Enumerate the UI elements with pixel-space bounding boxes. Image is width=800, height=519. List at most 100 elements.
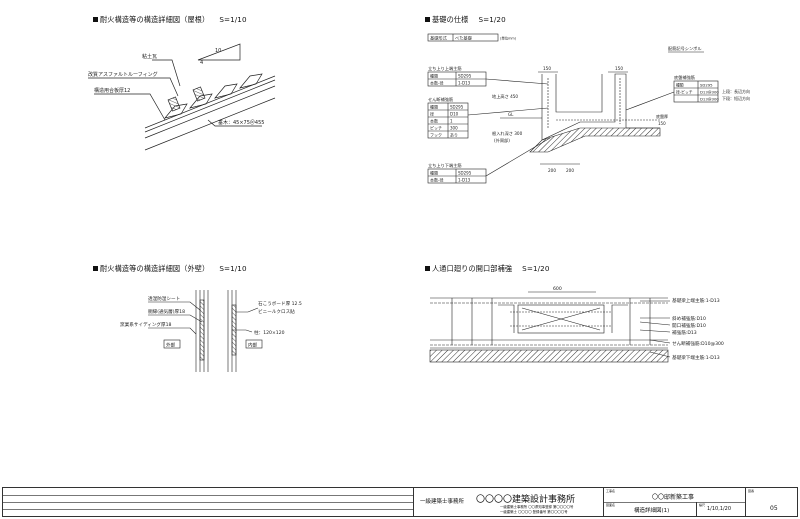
inside-label: 内部 (248, 342, 258, 349)
shear-cell: 径 (430, 111, 434, 117)
leader-line (467, 107, 549, 116)
base-slab (429, 349, 669, 363)
office-sub2: 一級建築士 〇〇〇〇 登録番号 第〇〇〇〇号 (500, 510, 568, 514)
furring-strip (199, 299, 205, 361)
roof-sheathing-bottom (144, 79, 276, 133)
shear-cell: 本数 (430, 118, 438, 124)
slab-cell: D13@300 (700, 90, 719, 95)
slab-table (673, 80, 719, 103)
bottom-bar-cell: 本数-径 (430, 177, 443, 183)
roof-slope-run: 10 (215, 48, 221, 54)
roof-section-title: 耐火構造等の構造詳細図（屋根） S=1/10 (93, 15, 247, 25)
wall-label-post: 柱：120×120 (254, 329, 285, 336)
drawing-small-label: 図面名 (606, 503, 616, 507)
leader-line (88, 77, 179, 97)
leader-line (148, 301, 201, 311)
slab-heading: 底盤補強筋 (674, 74, 695, 81)
leader-line (232, 329, 253, 333)
gl-label: GL (508, 112, 514, 117)
project-small-label: 工事名 (606, 489, 616, 493)
wall-label-furring: 胴縁(通気層)厚18 (148, 308, 185, 315)
foundation-scale-text: S=1/20 (478, 15, 506, 24)
shear-cell: ピッチ (430, 126, 442, 131)
shear-cell: 種類 (430, 104, 438, 110)
roof-label-clay-tile: 粘土瓦 (142, 53, 157, 60)
wall-label-siding: 窯業系サイディング厚18 (120, 321, 172, 328)
top-bar-cell: SD295 (458, 74, 472, 79)
roof-slope-triangle (197, 43, 241, 61)
wall-section-title: 耐火構造等の構造詳細図（外壁）S=1/10 (93, 264, 247, 274)
foundation-type-value: べた基礎 (455, 35, 473, 42)
shear-cell: D10 (450, 112, 459, 117)
diagonal-bar (521, 307, 601, 331)
access-label-opening: 開口補強筋:D10 (672, 322, 706, 329)
bullet-square-icon (425, 266, 430, 271)
top-bar-cell: 1-D13 (458, 81, 471, 86)
wall-label-membrane: 透湿防湿シート (148, 295, 180, 302)
access-label-diagonal: 斜め補強筋:D10 (672, 315, 706, 322)
access-detail: 600 基礎梁上端主筋:1-D13 斜め補強筋:D10 開口補強筋:D10 補強… (429, 286, 724, 363)
outside-label: 外部 (166, 342, 176, 349)
office-sub1: 一級建築士事務所 〇〇県知事登録 第〇〇〇〇号 (500, 505, 574, 509)
slab-cell: D13@300 (700, 97, 719, 102)
access-label-top-bar: 基礎梁上端主筋:1-D13 (672, 297, 720, 304)
wall-label-gypsum: 石こうボード厚 12.5 (258, 300, 302, 307)
leader-line (236, 307, 259, 313)
dim-wall-left: 150 (543, 66, 551, 71)
title-block: 一級建築士事務所 〇〇〇〇建築設計事務所 一級建築士事務所 〇〇県知事登録 第〇… (2, 487, 798, 517)
project-name: 〇〇邸新築工事 (652, 494, 695, 501)
leader-line (625, 91, 675, 111)
dim-wall-right: 150 (615, 66, 623, 71)
gravel-base (529, 127, 661, 153)
leader-line (485, 137, 551, 177)
tile-batten (192, 86, 206, 102)
leader-line (148, 314, 203, 323)
shear-cell: あり (450, 132, 458, 138)
rebar-symbol-label: 配筋記号シンボル (668, 45, 702, 52)
sheet-small-label: 図番 (748, 489, 755, 493)
roof-title-text: 耐火構造等の構造詳細図（屋根） (100, 15, 210, 24)
shear-cell: 300 (450, 126, 458, 131)
opening-frame (517, 304, 605, 334)
bullet-square-icon (93, 266, 98, 271)
leader-line (94, 93, 166, 121)
slab-thickness-dim: 150 (658, 121, 666, 126)
leader-line (207, 119, 262, 127)
slab-cell: 径-ピッチ (676, 90, 693, 95)
roof-detail: 10 4 粘土瓦 改質アスファルトルーフィング 構造用合板厚12 垂木：45×7… (88, 43, 276, 151)
wall-scale-text: S=1/10 (219, 264, 247, 273)
top-bar-heading: 立ち上り上端主筋 (428, 65, 462, 72)
bullet-square-icon (425, 17, 430, 22)
shear-cell: 1 (450, 119, 453, 124)
scale-value: 1/10,1/20 (707, 506, 732, 512)
leader-line (485, 78, 549, 85)
access-label-shear: せん断補強筋:D10@300 (672, 340, 724, 347)
wall-detail: 透湿防湿シート 胴縁(通気層)厚18 窯業系サイディング厚18 石こうボード厚 … (120, 290, 302, 372)
access-label-bottom-bar: 基礎梁下端主筋:1-D13 (672, 354, 720, 361)
top-bar-cell: 本数-径 (430, 80, 443, 86)
slab-cell: 種類 (676, 83, 684, 88)
sheet-number: 05 (770, 505, 778, 512)
reinforcing-hooks (498, 304, 628, 333)
slab-cell: SD295 (700, 83, 713, 88)
shear-heading: せん断補強筋 (428, 96, 453, 103)
wall-label-cloth: ビニールクロス貼 (258, 308, 295, 315)
embed-depth-label: 根入れ深さ 300 (492, 130, 523, 137)
roof-scale-text: S=1/10 (219, 15, 247, 24)
roof-label-roofing: 改質アスファルトルーフィング (88, 71, 158, 78)
height-label: 地上高さ 450 (492, 93, 518, 100)
rafter-bottom (144, 97, 276, 151)
leader-line (148, 327, 197, 335)
leader-line (152, 59, 181, 87)
foundation-detail: 基礎形式 べた基礎 (単位mm) 立ち上り上端主筋 種類 SD295 本数-径 … (427, 33, 750, 184)
roof-label-rafter: 垂木：45×75＠455 (218, 119, 264, 126)
slab-note-lower: 下段：短辺方向 (722, 95, 750, 101)
shear-cell: SD295 (450, 105, 464, 110)
inside-box (245, 339, 263, 349)
access-title-text: 人通口廻りの開口部補強 (432, 264, 513, 273)
top-bar-cell: 種類 (430, 73, 438, 79)
project-cell: 工事名 〇〇邸新築工事 図面名 構造詳細図(1) 縮尺 1/10,1/20 (603, 488, 746, 516)
